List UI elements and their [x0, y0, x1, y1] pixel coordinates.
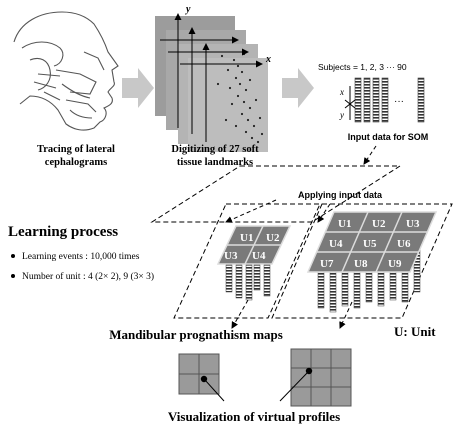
x-axis-label: x	[265, 54, 271, 65]
som-large-grid	[306, 211, 438, 273]
unit-large-u1: U1	[338, 218, 351, 230]
som-small-grid	[216, 225, 292, 265]
flow-arrow-1	[122, 68, 154, 108]
input-ellipsis: ···	[394, 96, 404, 107]
pointer-line-right	[279, 371, 309, 402]
landmark-dots	[216, 52, 264, 144]
digitizing-caption-line2: tissue landmarks	[177, 157, 253, 168]
cephalogram-tracing-icon	[13, 11, 119, 131]
input-x-label: x	[339, 87, 344, 97]
unit-large-u6: U6	[397, 238, 411, 250]
som-large-frame	[271, 203, 453, 319]
apply-arrow-right	[317, 203, 331, 223]
flow-arrow-2	[282, 68, 314, 108]
unit-small-u4: U4	[252, 250, 266, 262]
input-caption: Input data for SOM	[348, 132, 429, 142]
maps-label: Mandibular prognathism maps	[109, 327, 283, 342]
input-y-label: y	[339, 110, 344, 120]
tracing-caption-line1: Tracing of lateral	[37, 144, 115, 155]
som-small-frame	[173, 203, 321, 319]
unit-large-u2: U2	[372, 218, 386, 230]
bullet-dot	[11, 254, 15, 258]
unit-large-u5: U5	[363, 238, 377, 250]
input-vectors	[354, 77, 425, 123]
map-arrow-left	[231, 299, 249, 329]
unit-small-u1: U1	[240, 232, 253, 244]
unit-small-u2: U2	[266, 232, 280, 244]
unit-large-u7: U7	[320, 258, 334, 270]
unit-legend: U: Unit	[394, 324, 436, 339]
som-large-columns	[317, 249, 421, 313]
applying-label: Applying input data	[298, 190, 383, 200]
visualization-label: Visualization of virtual profiles	[168, 409, 340, 424]
number-of-units: Number of unit : 4 (2× 2), 9 (3× 3)	[22, 271, 154, 282]
apply-arrow-left	[225, 199, 277, 223]
unit-large-u3: U3	[406, 218, 420, 230]
learning-title: Learning process	[8, 224, 118, 240]
unit-large-u9: U9	[388, 258, 402, 270]
digitizing-caption-line1: Digitizing of 27 soft	[171, 144, 259, 155]
bullet-dot	[11, 274, 15, 278]
input-down-arrow	[363, 145, 377, 165]
subjects-label: Subjects = 1, 2, 3 ··· 90	[318, 62, 407, 72]
unit-small-u3: U3	[224, 250, 238, 262]
unit-large-u4: U4	[329, 238, 343, 250]
digitizing-plots: y x	[155, 4, 271, 152]
learning-events: Learning events : 10,000 times	[22, 252, 140, 262]
map-3x3	[290, 348, 352, 407]
unit-large-u8: U8	[354, 258, 368, 270]
xy-bracket	[344, 86, 356, 120]
map-arrow-right	[339, 301, 353, 329]
y-axis-label: y	[185, 4, 191, 15]
pointer-line-left	[204, 379, 225, 402]
tracing-caption-line2: cephalograms	[45, 157, 107, 168]
map-2x2	[178, 353, 220, 395]
